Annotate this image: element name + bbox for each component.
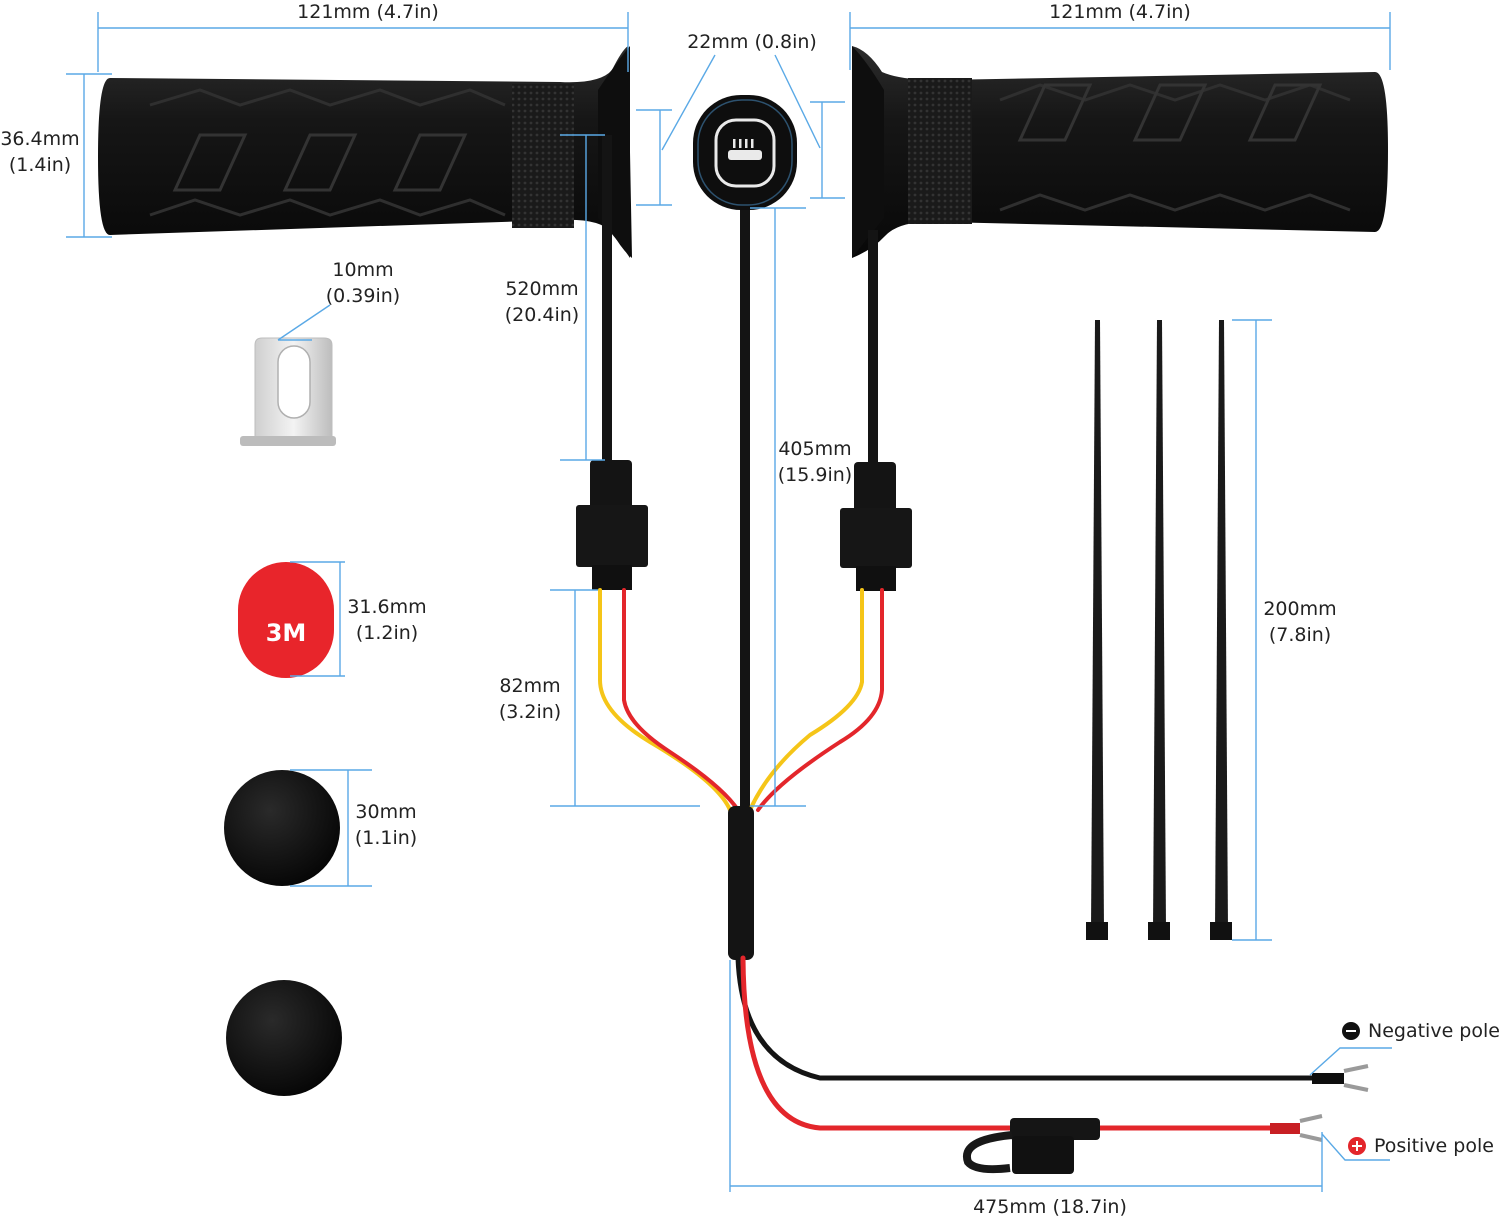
right-grip	[852, 46, 1388, 258]
right-connector	[840, 462, 912, 591]
branch-wires	[598, 588, 884, 812]
adhesive-brand: 3M	[266, 619, 307, 647]
cable-ties	[1086, 320, 1232, 940]
rubber-pads	[224, 770, 342, 1096]
power-cable	[735, 955, 1321, 1131]
dimension-lines	[66, 12, 1392, 1192]
rubber-pad-label: 30mm(1.1in)	[354, 801, 418, 849]
grip-right-length-label: 121mm (4.7in)	[1049, 1, 1191, 23]
grip-cables	[602, 135, 878, 810]
positive-pole-text: Positive pole	[1374, 1135, 1494, 1157]
heat-switch-button	[693, 95, 797, 210]
negative-pole-label: Negative pole	[1342, 1020, 1500, 1042]
grip-left-length-label: 121mm (4.7in)	[297, 1, 439, 23]
mounting-bracket	[240, 337, 336, 446]
left-grip	[98, 46, 632, 258]
positive-terminal	[1270, 1114, 1323, 1142]
positive-pole-label: Positive pole	[1348, 1135, 1494, 1157]
button-width-label: 22mm (0.8in)	[687, 31, 817, 53]
negative-terminal	[1312, 1064, 1369, 1092]
bracket-slot-label: 10mm(0.39in)	[325, 259, 401, 307]
adhesive-pad-label: 31.6mm(1.2in)	[347, 596, 427, 644]
button-cable-label: 405mm(15.9in)	[777, 438, 853, 486]
heated-grip-icon	[728, 139, 762, 160]
adhesive-pad	[238, 562, 334, 678]
cable-tie-label: 200mm(7.8in)	[1263, 598, 1337, 646]
grip-cable-label: 520mm(20.4in)	[504, 278, 580, 326]
minus-circle-icon	[1342, 1022, 1360, 1040]
plus-circle-icon	[1348, 1137, 1366, 1155]
branch-wires-label: 82mm(3.2in)	[498, 675, 562, 723]
grip-diameter-label: 36.4mm(1.4in)	[0, 128, 80, 176]
inline-fuse	[962, 1118, 1100, 1174]
negative-pole-text: Negative pole	[1368, 1020, 1500, 1042]
power-cable-label: 475mm (18.7in)	[973, 1196, 1127, 1218]
junction-sleeve	[728, 806, 754, 960]
left-connector	[576, 460, 648, 590]
